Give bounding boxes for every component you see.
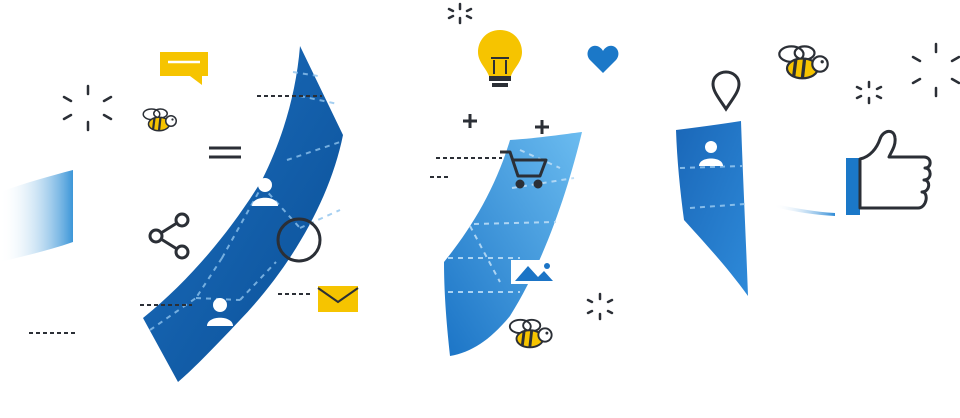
location-pin-icon (711, 70, 741, 112)
lightbulb-icon (478, 30, 522, 87)
circle-icon (276, 217, 322, 263)
equals-icon (209, 146, 241, 159)
ribbon-3 (676, 121, 748, 296)
sparkle-icon (911, 42, 960, 98)
image-icon (511, 260, 557, 284)
ribbon-2 (444, 132, 582, 356)
shopping-cart-icon (500, 150, 548, 189)
bee-icon (778, 45, 829, 80)
sparkle-icon (855, 80, 883, 105)
faded-ribbon-left (0, 170, 73, 262)
envelope-icon (317, 286, 359, 312)
bee-icon (142, 108, 177, 132)
plus-icon (463, 114, 477, 128)
chat-bubble-icon (160, 52, 208, 85)
share-icon (148, 212, 190, 260)
user-icon (252, 178, 278, 206)
sparkle-icon (586, 292, 614, 321)
dotted-lines (29, 95, 502, 334)
sparkle-icon (447, 2, 473, 25)
thumbs-up-icon (858, 129, 932, 210)
user-icon (207, 298, 233, 326)
sparkle-icon (62, 84, 113, 132)
faded-ribbon-right (774, 204, 835, 216)
heart-icon (587, 45, 619, 73)
thumbs-cuff (846, 158, 860, 215)
user-icon (699, 141, 723, 166)
plus-icon (535, 120, 549, 134)
bee-icon (508, 318, 553, 349)
